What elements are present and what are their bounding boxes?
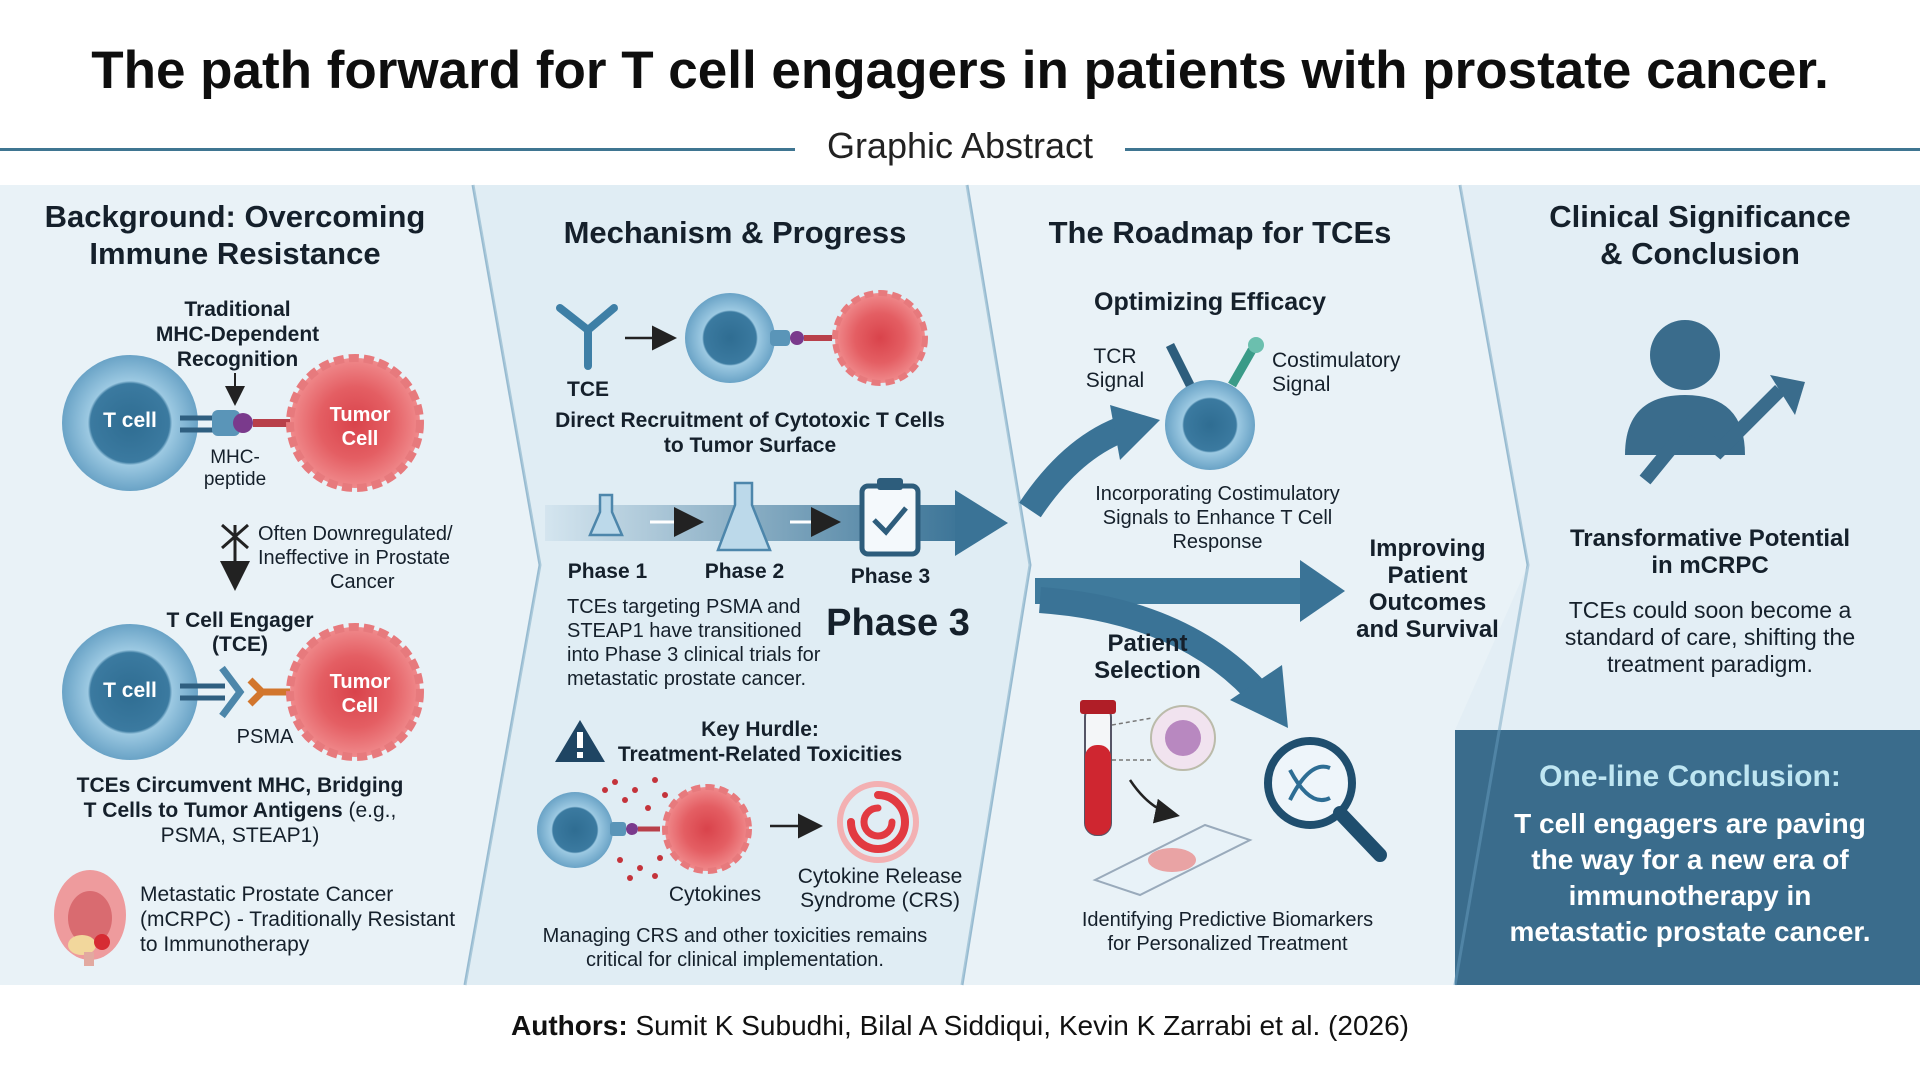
tce-icon-label: TCE [567,378,609,401]
phase3-highlight: Phase 3 [826,602,970,644]
mhc-label: MHC-peptide [203,447,267,490]
blocked-arrow [220,523,250,591]
clipboard-icon [859,478,921,557]
clinical-heading: Clinical Significance& Conclusion [1549,199,1851,271]
mechanism-heading: Mechanism & Progress [563,215,907,250]
magnifier-dna-icon [1264,737,1387,862]
roadmap-arrows [1019,405,1345,728]
mcrpc-text: Metastatic Prostate Cancer(mCRPC) - Trad… [140,883,456,956]
manage-text: Managing CRS and other toxicities remain… [542,925,928,971]
tce-label: T Cell Engager(TCE) [166,609,314,656]
phase2-label: Phase 2 [704,560,785,583]
prostate-icon [54,870,126,966]
blood-tube-icon [1080,700,1116,836]
hurdle-heading: Key Hurdle:Treatment-Related Toxicities [617,718,903,766]
crs-swirl-icon [837,781,919,863]
slide-icon [1092,823,1253,897]
antibody-icon [556,304,618,370]
tumor-crs [662,784,752,874]
tce-connector [180,665,290,719]
subtitle: Graphic Abstract [826,125,1094,166]
cytokines-label: Cytokines [668,883,762,906]
tcell-label-1: T cell [103,409,157,432]
one-line-heading: One-line Conclusion: [1539,760,1841,793]
tcell-traditional [62,355,198,491]
authors-line: Authors: Sumit K Subudhi, Bilal A Siddiq… [511,1010,1409,1041]
phase1-label: Phase 1 [567,560,648,583]
panel-separators [463,184,1530,986]
person-growth-icon [1625,320,1805,485]
warning-icon [555,720,605,762]
flask-small-icon [588,493,624,537]
tumor-recruit [832,290,928,386]
recruit-connector [770,330,832,346]
tcell-efficacy [1165,337,1264,470]
phase3-label: Phase 3 [850,565,931,588]
tcell-tce [62,624,198,760]
subtitle-rule-left [0,148,795,151]
circumvent-text: TCEs Circumvent MHC, Bridging T Cells to… [76,774,404,847]
mhc-connector [180,410,290,436]
roadmap-heading: The Roadmap for TCEs [1048,215,1392,250]
subtitle-rule-right [1125,148,1920,151]
microscope-view-icon [1111,705,1216,771]
tcell-label-2: T cell [103,679,157,702]
psma-label: PSMA [236,726,294,748]
tcell-crs [537,792,613,868]
efficacy-heading: Optimizing Efficacy [1094,288,1326,316]
cytokine-dots [602,777,668,881]
tcell-recruit [685,293,775,383]
tumor-traditional [286,354,424,492]
tumor-tce [286,623,424,761]
downregulated-note: Often Downregulated/Ineffective in Prost… [258,523,453,593]
flask-large-icon [716,481,772,552]
conclusion-box [1455,730,1920,985]
page-title: The path forward for T cell engagers in … [91,41,1829,100]
crs-connector [610,822,660,836]
